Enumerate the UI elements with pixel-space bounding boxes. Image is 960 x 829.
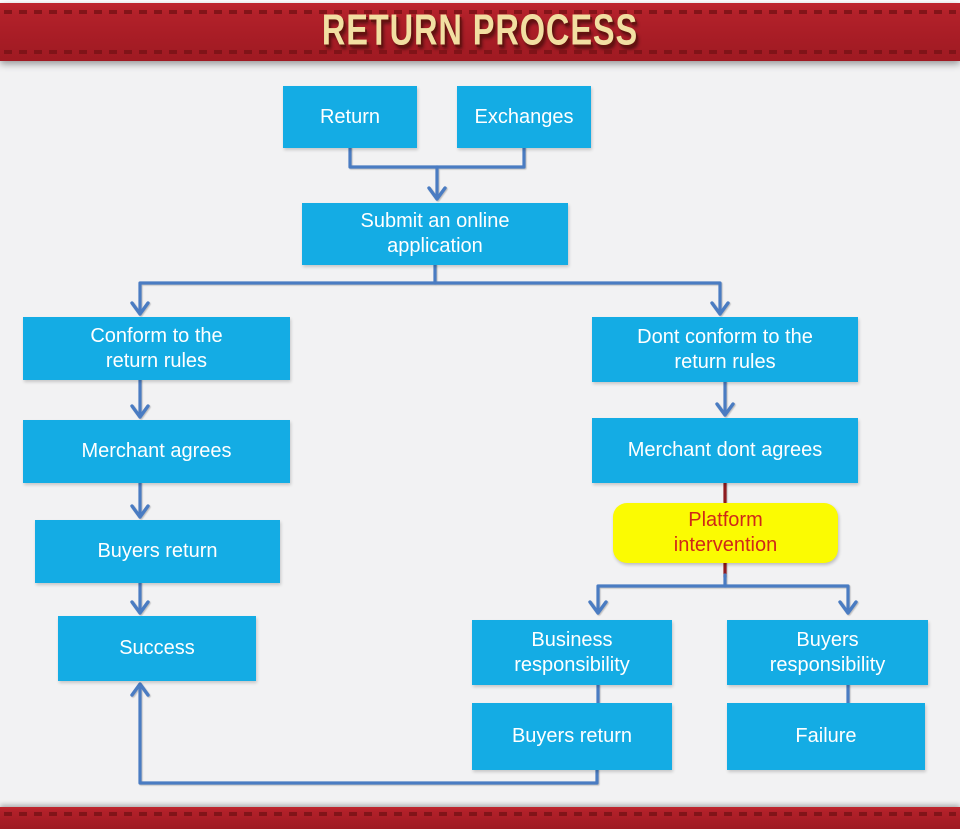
arrowhead-into-submit [427,186,447,201]
arrowhead-into-dont-conform [710,301,730,316]
node-failure: Failure [727,703,925,770]
node-merchant-dont-agrees: Merchant dont agrees [592,418,858,483]
node-buyers-responsibility: Buyers responsibility [727,620,928,685]
node-buyers-return-left: Buyers return [35,520,280,583]
node-business-responsibility: Business responsibility [472,620,672,685]
arrowhead-into-business-resp [588,600,608,615]
arrowhead-into-conform [130,301,150,316]
edge-return-exchanges-merge [348,146,526,169]
arrowhead-into-buyers-return-left [130,504,150,519]
arrowhead-into-merchant-agrees [130,404,150,419]
node-success: Success [58,616,256,681]
edge-responsibility-split-bar [596,584,850,612]
footer-banner [0,807,960,829]
footer-stitch-line [4,812,956,816]
node-return: Return [283,86,417,148]
node-conform-rules: Conform to the return rules [23,317,290,380]
edge-feedback-loop [138,685,599,785]
node-exchanges: Exchanges [457,86,591,148]
edge-split-bar [138,281,722,313]
node-dont-conform-rules: Dont conform to the return rules [592,317,858,382]
node-buyers-return-bottom: Buyers return [472,703,672,770]
arrowhead-into-merchant-dont [715,402,735,417]
node-platform-intervention: Platform intervention [613,503,838,563]
page-title: RETURN PROCESS [321,5,639,54]
title-banner: RETURN PROCESS [0,3,960,61]
stitch-line-bottom [4,50,956,54]
stitch-line-top [4,10,956,14]
arrowhead-up-into-success [130,682,150,697]
node-merchant-agrees: Merchant agrees [23,420,290,483]
arrowhead-into-success [130,600,150,615]
node-submit-application: Submit an online application [302,203,568,265]
arrowhead-into-buyers-resp [838,600,858,615]
